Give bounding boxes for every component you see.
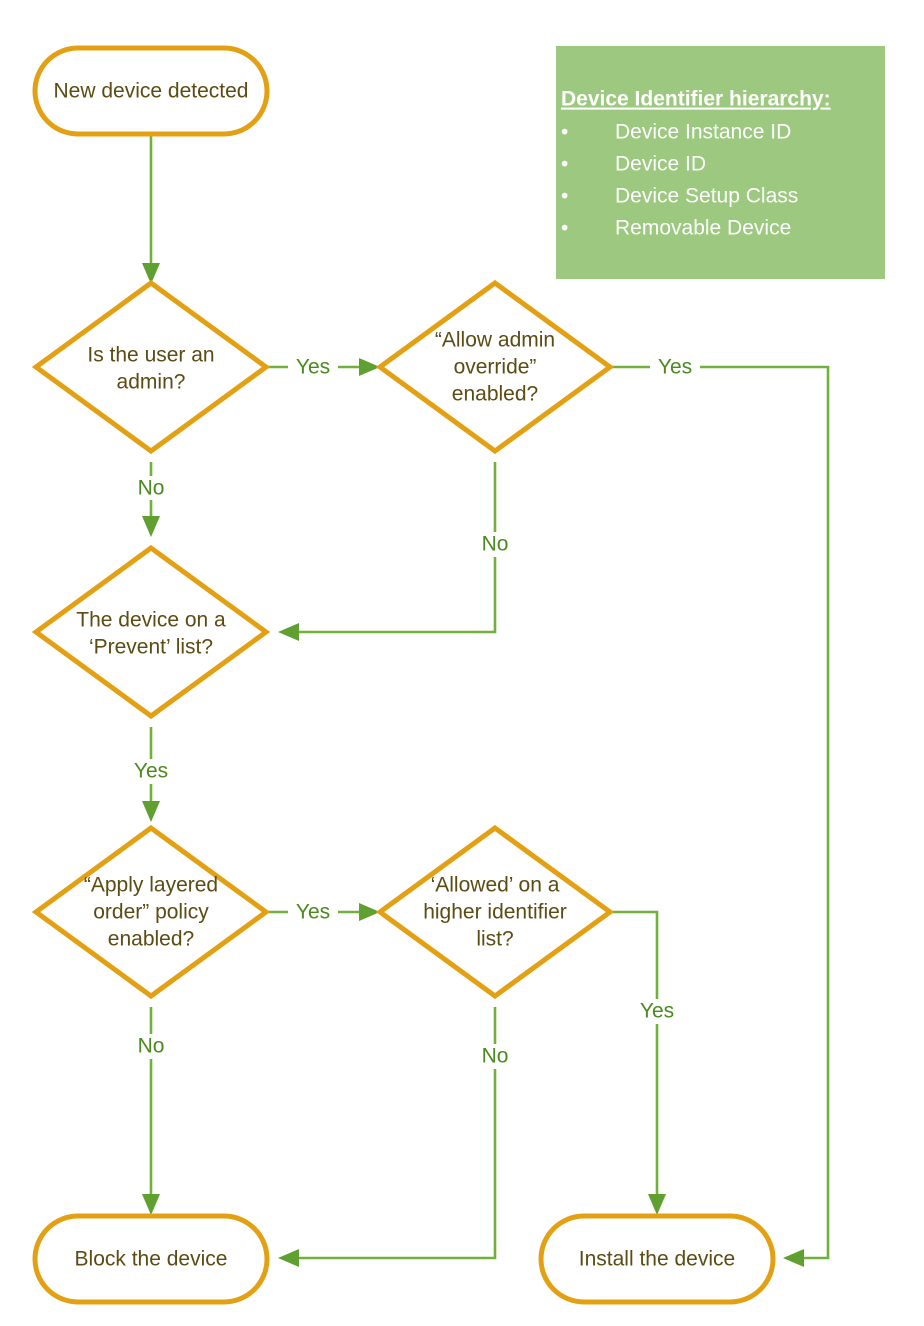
edge-allowed-higher-no: No — [278, 1007, 508, 1267]
node-start-shape[interactable] — [32, 45, 270, 137]
node-is-admin-shape[interactable] — [31, 279, 271, 455]
legend-panel: Device Identifier hierarchy: • Device In… — [556, 46, 885, 279]
legend-bullet-icon-2: • — [561, 185, 568, 208]
node-allowed-higher-label-line-1: higher identifier — [423, 901, 567, 924]
edge-start-to-is-admin — [142, 134, 160, 284]
node-block[interactable]: Block the device — [32, 1213, 270, 1305]
node-allowed-higher-label-line-2: list? — [476, 928, 513, 951]
legend-background — [556, 46, 885, 279]
node-install[interactable]: Install the device — [538, 1213, 776, 1305]
node-block-label: Block the device — [75, 1248, 228, 1271]
node-allowed-higher-label-line-0: ‘Allowed’ on a — [431, 874, 560, 897]
edge-label-is-admin-yes: Yes — [296, 356, 330, 379]
legend-item-3: Removable Device — [615, 217, 791, 240]
node-prevent-list[interactable]: The device on a ‘Prevent’ list? — [31, 544, 271, 720]
node-admin-override[interactable]: “Allow admin override” enabled? — [375, 279, 615, 455]
edge-label-allowed-higher-yes: Yes — [640, 1000, 674, 1023]
node-layered-order-label-line-2: enabled? — [108, 928, 194, 951]
node-is-admin-label-line-0: Is the user an — [87, 344, 214, 367]
node-layered-order-shape[interactable] — [31, 824, 271, 1000]
node-layered-order[interactable]: “Apply layered order” policy enabled? — [31, 824, 271, 1000]
edge-allowed-higher-yes: Yes — [610, 910, 674, 1215]
node-admin-override-label-line-1: override” — [454, 356, 537, 379]
node-prevent-list-shape[interactable] — [31, 544, 271, 720]
edge-layered-order-no: No — [138, 1007, 165, 1215]
edge-label-allowed-higher-no: No — [482, 1045, 509, 1068]
legend-title: Device Identifier hierarchy: — [561, 88, 831, 111]
edge-label-layered-order-no: No — [138, 1035, 165, 1058]
node-block-shape[interactable] — [32, 1213, 270, 1305]
node-layered-order-label-line-0: “Apply layered — [84, 874, 218, 897]
edge-is-admin-no: No — [138, 462, 165, 537]
edges-layer: Yes No Yes No Yes — [134, 134, 830, 1267]
edge-layered-order-yes: Yes — [266, 901, 380, 924]
node-admin-override-label-line-2: enabled? — [452, 383, 538, 406]
node-admin-override-label-line-0: “Allow admin — [435, 329, 555, 352]
node-prevent-list-label-line-0: The device on a — [76, 609, 226, 632]
node-prevent-list-label-line-1: ‘Prevent’ list? — [89, 636, 213, 659]
node-install-shape[interactable] — [538, 1213, 776, 1305]
edge-label-admin-override-no: No — [482, 533, 509, 556]
edge-admin-override-no: No — [278, 462, 508, 641]
legend-item-2: Device Setup Class — [615, 185, 798, 208]
node-is-admin-label-line-1: admin? — [117, 371, 186, 394]
edge-label-prevent-list-yes: Yes — [134, 760, 168, 783]
node-admin-override-shape[interactable] — [375, 279, 615, 455]
edge-admin-override-yes: Yes — [610, 356, 830, 1267]
edge-label-is-admin-no: No — [138, 477, 165, 500]
edge-label-layered-order-yes: Yes — [296, 901, 330, 924]
edge-prevent-list-yes: Yes — [134, 727, 168, 822]
node-layered-order-label-line-1: order” policy — [93, 901, 209, 924]
legend-item-0: Device Instance ID — [615, 121, 791, 144]
legend-bullet-icon-0: • — [561, 121, 568, 144]
node-start[interactable]: New device detected — [32, 45, 270, 137]
legend-bullet-icon-1: • — [561, 153, 568, 176]
node-is-admin[interactable]: Is the user an admin? — [31, 279, 271, 455]
node-allowed-higher-shape[interactable] — [375, 824, 615, 1000]
node-install-label: Install the device — [579, 1248, 735, 1271]
node-start-label: New device detected — [54, 80, 249, 103]
node-allowed-higher[interactable]: ‘Allowed’ on a higher identifier list? — [375, 824, 615, 1000]
edge-label-admin-override-yes: Yes — [658, 356, 692, 379]
edge-is-admin-yes: Yes — [266, 356, 380, 379]
legend-bullet-icon-3: • — [561, 217, 568, 240]
legend-item-1: Device ID — [615, 153, 706, 176]
